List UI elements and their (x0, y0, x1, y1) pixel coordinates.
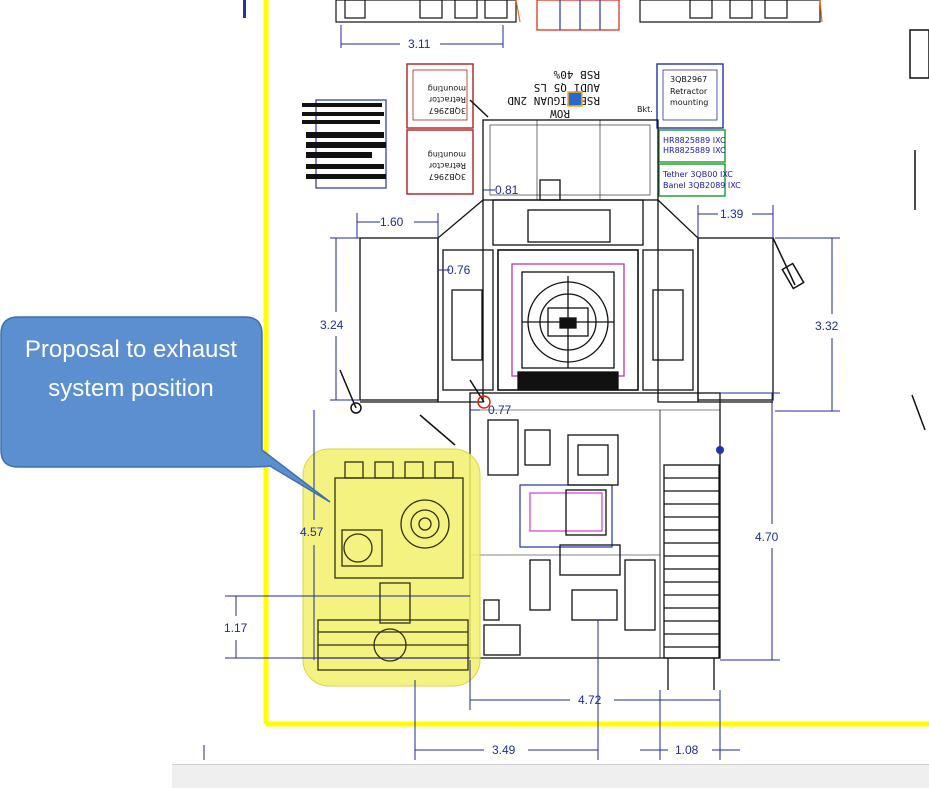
top-machines (243, 0, 823, 31)
retractor-label: mounting (428, 84, 466, 93)
retractor-id: 3QB2967 (670, 75, 707, 84)
retractor-label: mounting (428, 150, 466, 159)
retractor-box-left-top: 3QB2967 Retractor mounting (406, 63, 474, 129)
retractor-label: Retractor (428, 95, 466, 104)
dimension-label: 1.08 (675, 743, 699, 757)
dimension-top (340, 25, 504, 48)
dimension-label: 3.24 (320, 318, 344, 332)
part-label: HR8825889 IXC (663, 146, 726, 155)
retractor-id: 3QB2967 (429, 172, 466, 181)
parts-list-block (302, 99, 387, 189)
callout-bubble-shape (0, 316, 331, 503)
dimension-label: 3.32 (815, 319, 839, 333)
part-label-box-green-2: Tether 3QB00 IXC Banel 3QB2089 IXC (658, 163, 741, 197)
dimension-label: 0.76 (447, 263, 471, 277)
robot-arms (339, 91, 805, 454)
audi-label: AUDI Q5 LS (534, 81, 600, 94)
dimension-label: 1.39 (720, 207, 744, 221)
part-label-box-green-1: HR8825889 IXC HR8825889 IXC (658, 129, 726, 163)
central-machine (359, 119, 774, 403)
dimension-label: 3.49 (492, 743, 516, 757)
part-label: HR8825889 IXC (663, 136, 726, 145)
dimension-lines (203, 189, 840, 760)
retractor-label: Retractor (428, 161, 466, 170)
station-title-text: ROW RSB TIGUAN 2ND AUDI Q5 LS RSB 40% (507, 68, 600, 120)
row-label: ROW (550, 107, 570, 120)
dimension-label: 4.57 (300, 525, 324, 539)
horizontal-scrollbar[interactable] (172, 764, 929, 788)
bkt-label: Bkt. (637, 105, 653, 114)
part-label: Tether 3QB00 IXC (662, 170, 733, 179)
dimension-label: 1.17 (224, 621, 248, 635)
retractor-id: 3QB2967 (429, 106, 466, 115)
retractor-label: Retractor (670, 87, 708, 96)
tiguan-label: RSB TIGUAN 2ND (507, 94, 600, 107)
callout-text: Proposal to exhaust system position (24, 336, 238, 402)
dimension-label: 3.11 (408, 37, 431, 51)
retractor-label: mounting (670, 98, 708, 107)
dimension-label: 4.70 (755, 530, 779, 544)
rsb40-label: RSB 40% (553, 68, 600, 81)
part-label: Banel 3QB2089 IXC (663, 181, 741, 190)
retractor-box-right: 3QB2967 Retractor mounting (656, 63, 724, 129)
dimension-label: 4.72 (578, 693, 602, 707)
lower-machine (469, 392, 721, 690)
retractor-box-left-bottom: 3QB2967 Retractor mounting (406, 129, 474, 195)
dimension-label: 0.81 (495, 183, 519, 197)
dimension-label: 0.77 (488, 403, 512, 417)
right-edge-parts (909, 29, 929, 431)
dimension-label: 1.60 (380, 215, 404, 229)
